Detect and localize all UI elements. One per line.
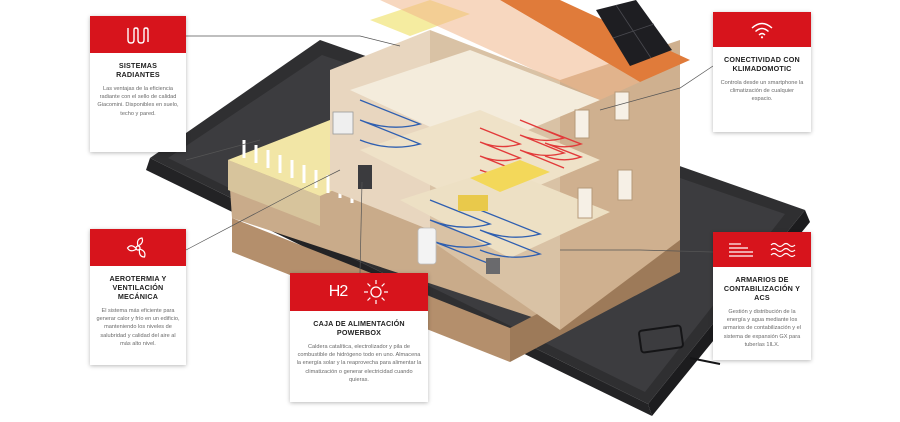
fan-icon	[126, 236, 146, 258]
card-description: El sistema más eficiente para generar ca…	[96, 308, 180, 347]
radiant-coil-icon	[127, 26, 149, 44]
upper-floor	[350, 50, 600, 150]
powerbox-unit	[358, 165, 372, 189]
house	[228, 0, 690, 362]
card-body: CONECTIVIDAD CON KLIMADOMOTIC Controla d…	[713, 47, 811, 110]
kitchen-yellow	[470, 160, 550, 192]
card-title: AEROTERMIA Y VENTILACIÓN MECÁNICA	[109, 274, 167, 301]
card-armarios: ARMARIOS DE CONTABILIZACIÓN Y ACS Gestió…	[713, 232, 811, 360]
garden-wall	[228, 160, 320, 226]
cabinet-lines-icon	[729, 242, 753, 257]
card-title: CAJA DE ALIMENTACIÓN POWERBOX	[313, 319, 405, 337]
card-header	[713, 12, 811, 47]
house-windows	[574, 91, 633, 219]
card-body: CAJA DE ALIMENTACIÓN POWERBOX Caldera ca…	[290, 311, 428, 390]
card-description: Las ventajas de la eficiencia radiante c…	[97, 86, 179, 117]
outdoor-unit	[332, 111, 354, 135]
card-sistemas-radiantes: SISTEMAS RADIANTES Las ventajas de la ef…	[90, 16, 186, 152]
solar-panel	[596, 0, 672, 66]
card-powerbox: H2 CAJA DE ALIMENTACIÓN POWERBOX Caldera…	[290, 273, 428, 402]
card-header	[90, 229, 186, 266]
card-description: Gestión y distribución de la energía y a…	[722, 309, 802, 348]
roof-ridge	[380, 0, 640, 100]
roof-front	[500, 0, 690, 82]
card-header	[90, 16, 186, 53]
garden-fence	[242, 140, 354, 203]
underfloor-lines	[359, 99, 543, 265]
card-body: SISTEMAS RADIANTES Las ventajas de la ef…	[90, 53, 186, 124]
card-header: H2	[290, 273, 428, 311]
card-description: Controla desde un smartphone la climatiz…	[720, 80, 804, 103]
hydrogen-icon: H2	[328, 283, 348, 300]
card-description: Caldera catalítica, electrolizador y pil…	[296, 344, 422, 383]
card-body: AEROTERMIA Y VENTILACIÓN MECÁNICA El sis…	[90, 266, 186, 354]
card-title: SISTEMAS RADIANTES	[116, 61, 160, 79]
sun-icon	[364, 280, 389, 304]
water-waves-icon	[770, 242, 796, 257]
water-tank	[417, 227, 437, 265]
card-title: ARMARIOS DE CONTABILIZACIÓN Y ACS	[723, 275, 801, 302]
card-aerotermia: AEROTERMIA Y VENTILACIÓN MECÁNICA El sis…	[90, 229, 186, 365]
card-header	[713, 232, 811, 267]
wifi-icon	[751, 22, 773, 38]
tablet-speaker	[689, 357, 721, 365]
card-title: CONECTIVIDAD CON KLIMADOMOTIC	[724, 55, 800, 73]
tablet-home-button	[638, 324, 684, 354]
connector-lines	[185, 35, 714, 274]
meter-cabinet	[486, 258, 500, 274]
card-body: ARMARIOS DE CONTABILIZACIÓN Y ACS Gestió…	[713, 267, 811, 355]
solar-panel-grid	[612, 4, 655, 59]
lower-floor	[400, 168, 610, 258]
card-conectividad: CONECTIVIDAD CON KLIMADOMOTIC Controla d…	[713, 12, 811, 132]
kitchen-counter	[458, 195, 488, 211]
